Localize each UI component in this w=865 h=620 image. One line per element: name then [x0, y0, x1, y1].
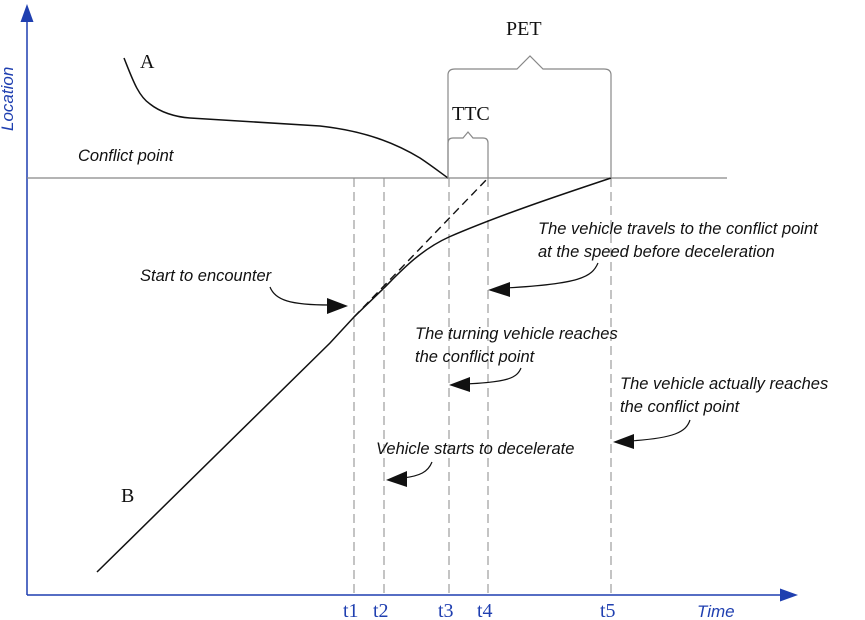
- decelerate-annotation: Vehicle starts to decelerate: [376, 440, 574, 458]
- time-markers: [353, 178, 612, 596]
- vehicle-b-label: B: [121, 485, 134, 507]
- start-encounter-arrow: [327, 298, 348, 314]
- axes: Location Time: [0, 4, 798, 620]
- turning-annotation-line2: the conflict point: [415, 348, 536, 366]
- vehicle-a-label: A: [140, 51, 155, 73]
- conflict-point-label: Conflict point: [78, 147, 175, 165]
- ttc-label: TTC: [452, 103, 490, 125]
- actual-annotation-line1: The vehicle actually reaches: [620, 375, 828, 393]
- travels-arrow: [488, 282, 510, 297]
- pet-bracket: [447, 55, 612, 178]
- ttc-bracket: [447, 131, 489, 178]
- decelerate-leader: [402, 461, 433, 479]
- turning-leader: [465, 367, 522, 385]
- y-axis-arrow: [20, 4, 34, 22]
- tick-label-t1: t1: [343, 600, 359, 620]
- pet-label: PET: [506, 18, 542, 40]
- turning-annotation-line1: The turning vehicle reaches: [415, 325, 618, 343]
- x-axis-arrow: [780, 588, 798, 602]
- start-encounter-annotation: Start to encounter: [140, 267, 273, 285]
- actual-annotation-line2: the conflict point: [620, 398, 741, 416]
- x-axis-label: Time: [697, 602, 735, 620]
- tick-label-t2: t2: [373, 600, 389, 620]
- tick-label-t5: t5: [600, 600, 616, 620]
- vehicle-b-projected-path: [353, 177, 489, 318]
- y-axis-label: Location: [0, 67, 17, 131]
- travels-annotation-line2: at the speed before deceleration: [538, 243, 775, 261]
- start-encounter-leader: [269, 286, 331, 306]
- travels-annotation-line1: The vehicle travels to the conflict poin…: [538, 220, 819, 238]
- vehicle-a-trajectory: [123, 57, 449, 179]
- actual-arrow: [613, 434, 634, 449]
- travels-leader: [504, 262, 599, 289]
- turning-arrow: [449, 377, 470, 392]
- decelerate-arrow: [386, 471, 407, 487]
- tick-label-t4: t4: [477, 600, 493, 620]
- vehicle-b-trajectory: [96, 177, 612, 573]
- tick-label-t3: t3: [438, 600, 454, 620]
- actual-leader: [629, 419, 691, 442]
